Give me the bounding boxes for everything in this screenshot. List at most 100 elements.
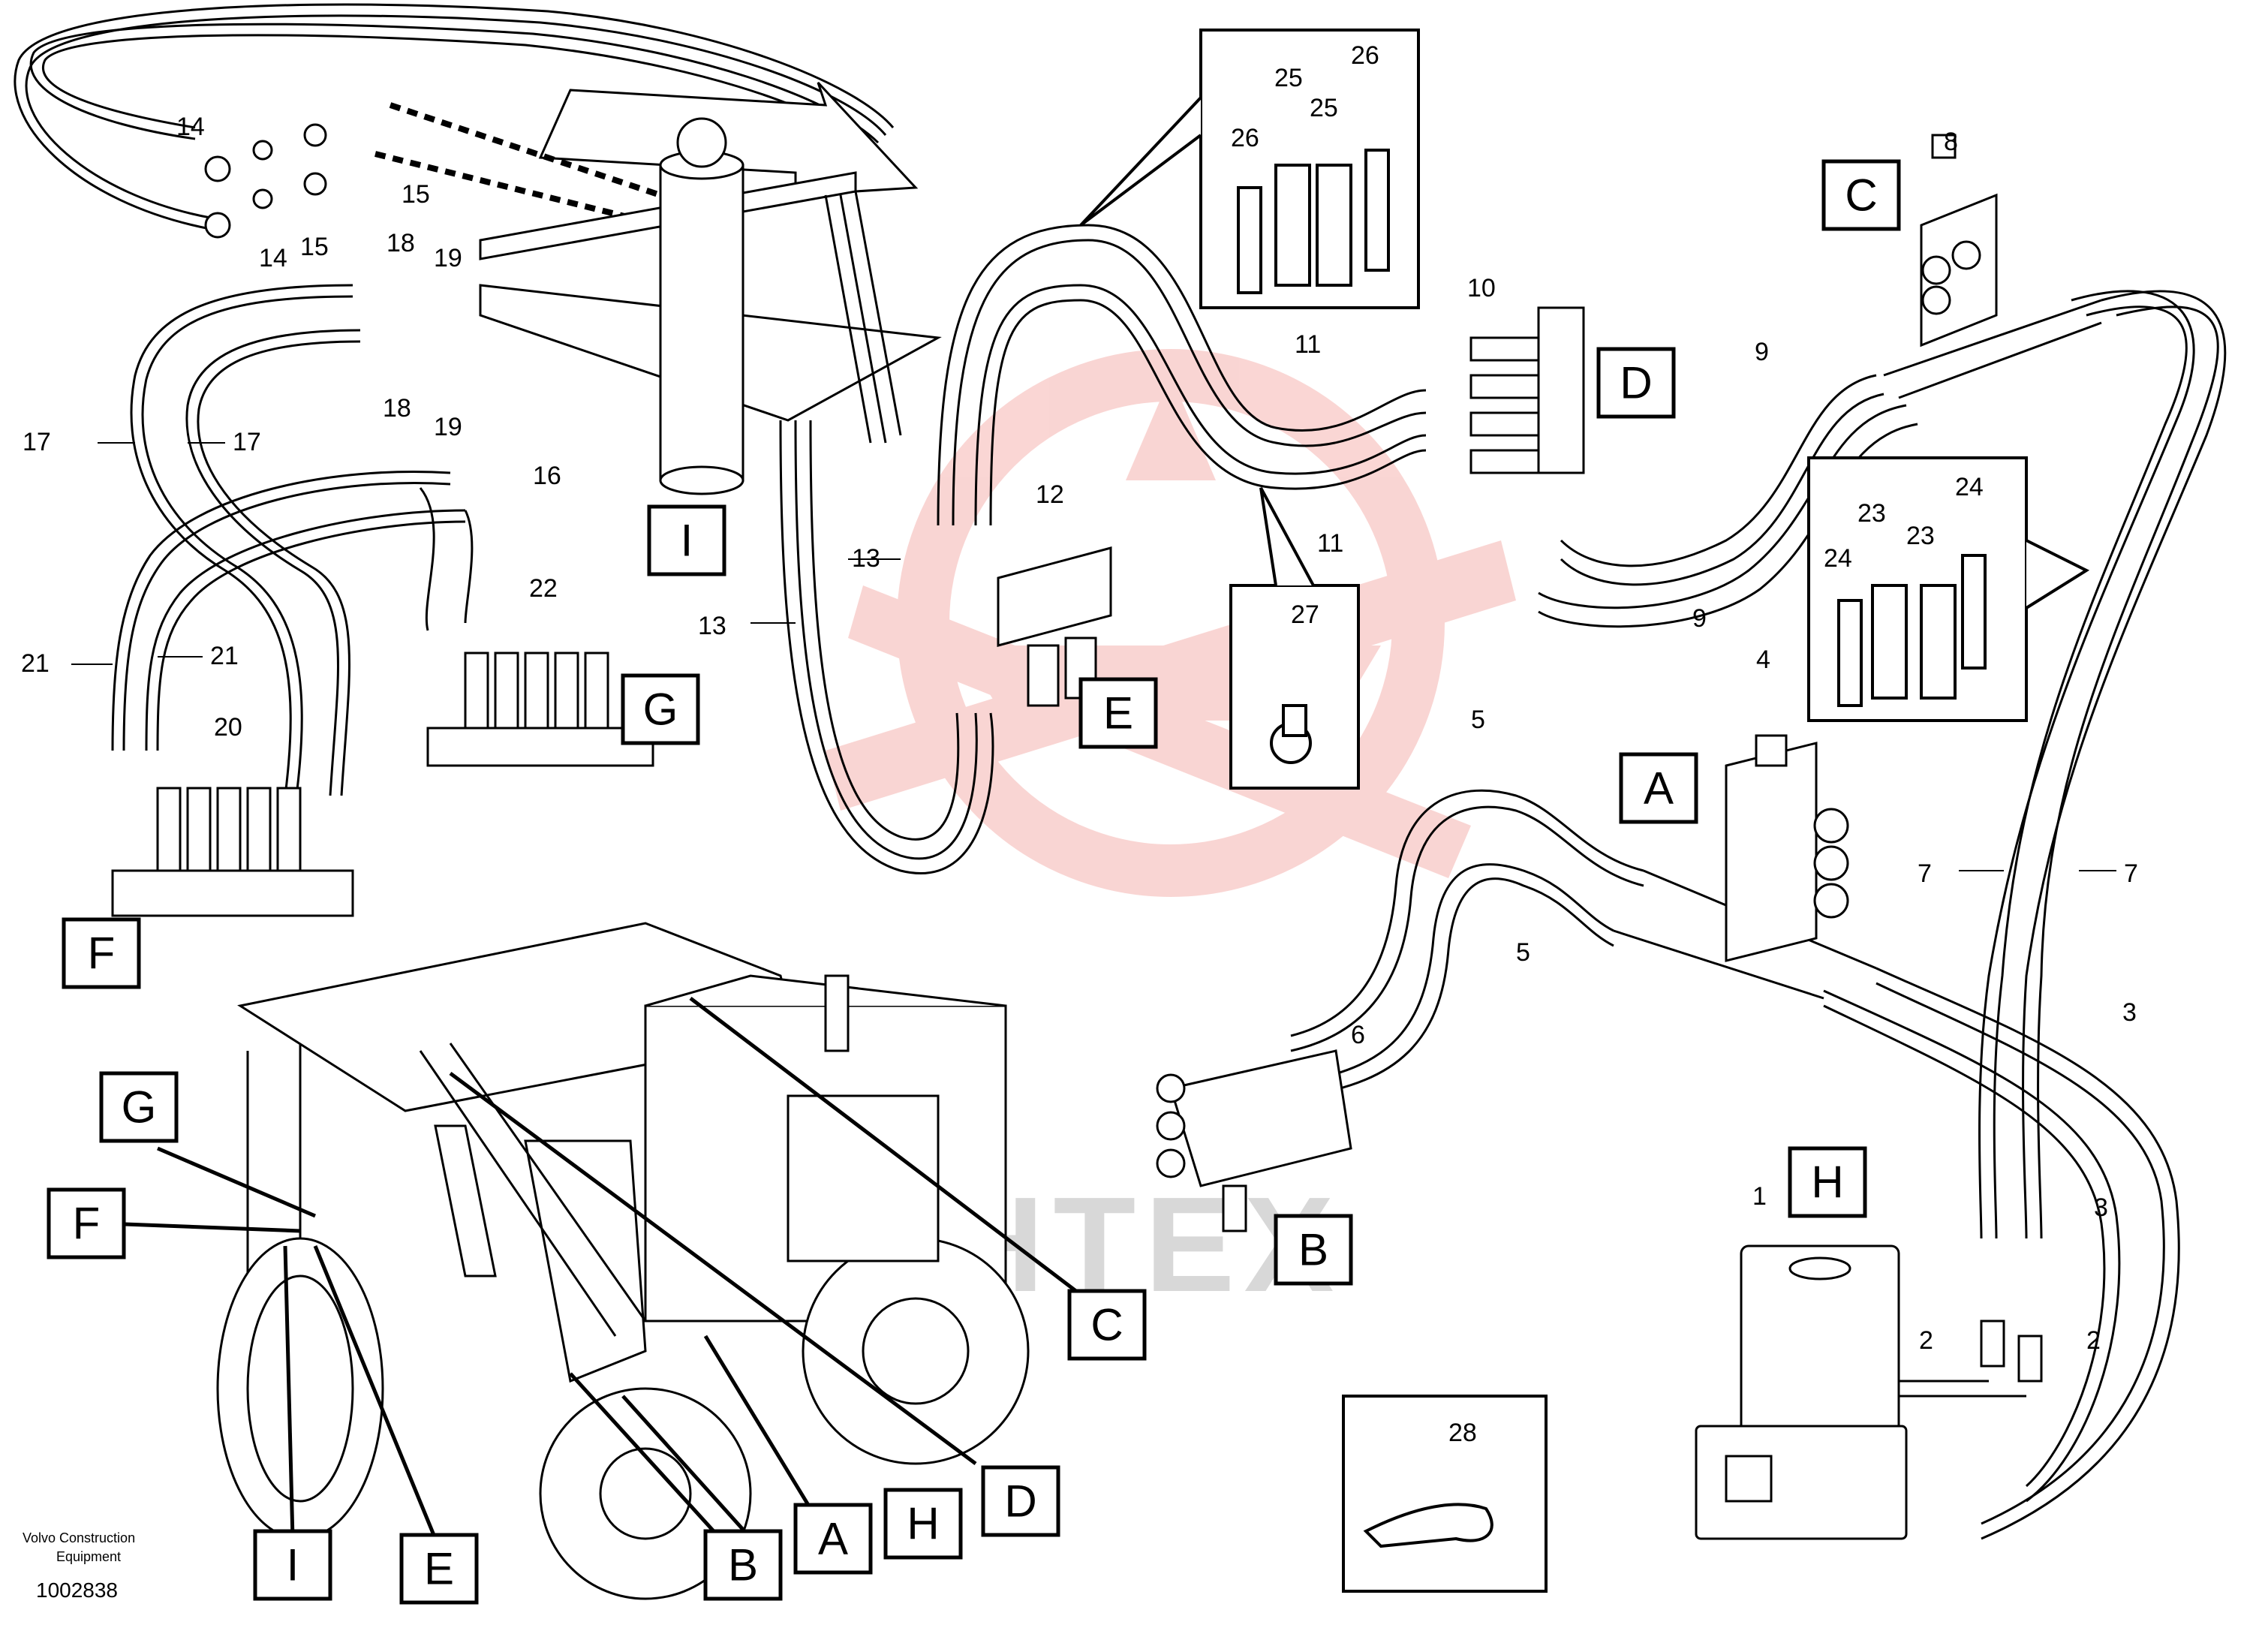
section-box-E: E xyxy=(1078,677,1158,749)
callout-3: 3 xyxy=(2094,1193,2108,1222)
callout-22: 22 xyxy=(529,574,558,603)
svg-text:G: G xyxy=(643,685,678,735)
publisher-line1: Volvo Construction xyxy=(23,1530,135,1545)
svg-text:E: E xyxy=(1103,688,1133,739)
callout-21: 21 xyxy=(210,642,239,670)
callout-17: 17 xyxy=(233,428,261,456)
callout-27: 27 xyxy=(1291,600,1319,629)
callout-24: 24 xyxy=(1955,473,1984,501)
callout-28: 28 xyxy=(1448,1419,1477,1447)
callout-2: 2 xyxy=(2086,1326,2101,1355)
hose-loop-top xyxy=(14,3,895,230)
callout-7: 7 xyxy=(2124,859,2138,888)
callout-23: 23 xyxy=(1906,522,1935,550)
svg-text:A: A xyxy=(818,1514,848,1564)
valve-12 xyxy=(997,546,1112,707)
callout-14: 14 xyxy=(259,244,287,272)
section-leader-lines xyxy=(104,997,1097,1548)
dashed-leader xyxy=(374,102,662,228)
fittings-14-15 xyxy=(204,123,327,239)
callout-1: 1 xyxy=(1752,1182,1767,1211)
valve-4 xyxy=(1725,734,1849,962)
svg-text:C: C xyxy=(1845,170,1877,221)
svg-text:B: B xyxy=(728,1540,758,1590)
svg-text:F: F xyxy=(73,1199,101,1249)
callout-14: 14 xyxy=(176,113,205,141)
valve-block-20 xyxy=(111,787,354,917)
hoses-9 xyxy=(1538,299,2102,628)
callout-12: 12 xyxy=(1036,480,1064,509)
inset-25-26 xyxy=(1079,29,1420,309)
svg-text:D: D xyxy=(1620,358,1652,408)
callout-25: 25 xyxy=(1274,64,1303,92)
callout-6: 6 xyxy=(1351,1021,1365,1049)
section-box-H: H xyxy=(1788,1146,1867,1218)
hoses-7 xyxy=(1978,290,2227,1239)
hoses-13 xyxy=(779,224,1427,874)
section-box-F: F xyxy=(62,917,141,989)
callout-24: 24 xyxy=(1824,544,1852,573)
svg-text:H: H xyxy=(907,1499,939,1549)
drawing-number: 1002838 xyxy=(36,1578,118,1602)
svg-text:G: G xyxy=(122,1082,157,1133)
section-box-C: C xyxy=(1821,159,1901,231)
callout-11: 11 xyxy=(1317,529,1343,558)
machine-label-H: H xyxy=(883,1488,963,1560)
svg-text:I: I xyxy=(681,516,693,566)
callout-23: 23 xyxy=(1857,499,1886,528)
loader-machine xyxy=(216,922,1030,1600)
callout-19: 19 xyxy=(434,413,462,441)
callout-13: 13 xyxy=(852,544,880,573)
publisher-line2: Equipment xyxy=(56,1549,121,1564)
section-box-B: B xyxy=(1274,1214,1353,1286)
callout-15: 15 xyxy=(402,180,430,209)
callout-21: 21 xyxy=(21,649,50,678)
callout-20: 20 xyxy=(214,713,242,742)
callout-8: 8 xyxy=(1944,128,1958,156)
callout-16: 16 xyxy=(533,462,561,490)
svg-text:D: D xyxy=(1004,1476,1036,1527)
valve-8 xyxy=(1920,134,1998,348)
callout-10: 10 xyxy=(1467,274,1496,302)
svg-text:H: H xyxy=(1811,1157,1843,1208)
hoses-17-21 xyxy=(111,284,474,796)
valve-10 xyxy=(1469,306,1585,474)
machine-label-G: G xyxy=(99,1071,179,1143)
callout-19: 19 xyxy=(434,244,462,272)
callout-5: 5 xyxy=(1516,938,1530,967)
section-box-A: A xyxy=(1619,752,1698,824)
machine-label-F: F xyxy=(47,1187,126,1259)
callout-26: 26 xyxy=(1351,41,1379,70)
machine-label-A: A xyxy=(793,1503,873,1575)
svg-text:I: I xyxy=(287,1540,299,1590)
section-box-G: G xyxy=(621,673,700,745)
callout-26: 26 xyxy=(1231,124,1259,152)
callout-4: 4 xyxy=(1756,645,1770,674)
callout-9: 9 xyxy=(1755,338,1769,366)
callout-17: 17 xyxy=(23,428,51,456)
svg-text:F: F xyxy=(88,928,116,979)
callout-11: 11 xyxy=(1295,330,1321,359)
callout-5: 5 xyxy=(1471,706,1485,734)
callout-18: 18 xyxy=(387,229,415,257)
inset-27 xyxy=(1229,487,1360,790)
callout-13: 13 xyxy=(698,612,726,640)
callout-18: 18 xyxy=(383,394,411,423)
tank-1 xyxy=(1695,1244,2043,1540)
section-box-D: D xyxy=(1596,347,1676,419)
machine-label-E: E xyxy=(399,1533,479,1605)
svg-text:C: C xyxy=(1090,1300,1123,1350)
svg-text:B: B xyxy=(1298,1225,1328,1275)
section-box-I: I xyxy=(647,504,726,576)
mounting-plate xyxy=(479,117,942,495)
callout-15: 15 xyxy=(300,233,329,261)
machine-label-C: C xyxy=(1067,1289,1147,1361)
svg-text:A: A xyxy=(1644,763,1674,814)
valve-block-22 xyxy=(426,652,654,767)
svg-text:E: E xyxy=(424,1544,454,1594)
callout-3: 3 xyxy=(2122,998,2137,1027)
watermark-logo xyxy=(826,349,1516,897)
callout-leaders xyxy=(71,442,2116,871)
